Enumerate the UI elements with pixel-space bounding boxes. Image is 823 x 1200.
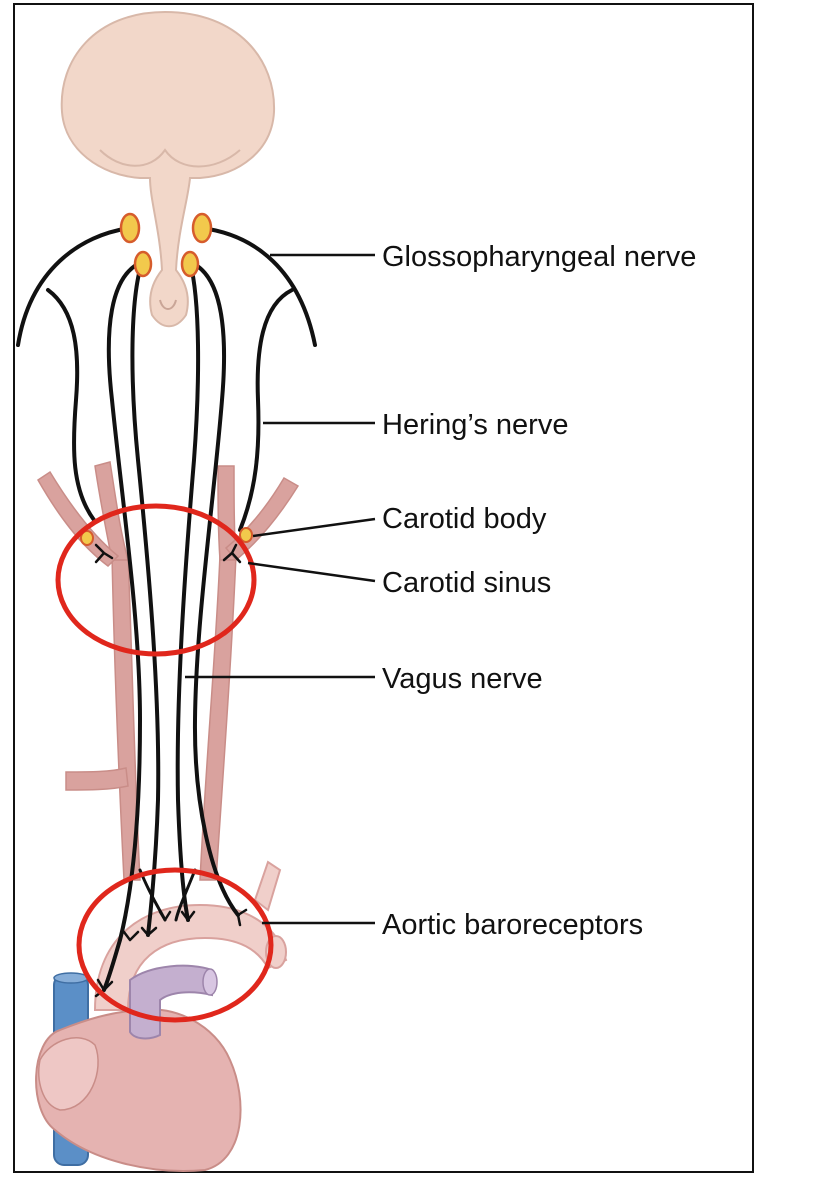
herings-nerve-right	[238, 288, 294, 532]
glossopharyngeal-nerve-label: Glossopharyngeal nerve	[382, 241, 696, 273]
glossopharyngeal-nerve-right	[200, 226, 317, 347]
carotid-body	[80, 527, 253, 546]
vagus-nerve-left-outer	[102, 260, 144, 992]
aortic-highlight-circle	[76, 867, 274, 1023]
herings-nerve-left	[46, 288, 96, 522]
carotid-sinus-label: Carotid sinus	[382, 567, 551, 599]
vagus-nerve-left-inner	[130, 260, 161, 937]
carotid-arteries	[37, 461, 300, 881]
aortic-baroreceptors-label: Aortic baroreceptors	[382, 909, 643, 941]
carotid-highlight-circle	[55, 503, 257, 657]
nerve-endings	[94, 543, 248, 998]
nerves	[16, 226, 317, 992]
glossopharyngeal-nerve-left	[16, 226, 132, 347]
brain	[60, 10, 276, 328]
vagus-nerve-right-outer	[188, 260, 240, 917]
vagus-nerve-right-inner	[175, 260, 201, 922]
carotid-body-label: Carotid body	[382, 503, 547, 535]
heart	[35, 964, 242, 1172]
vagus-nerve-label: Vagus nerve	[382, 663, 543, 695]
leader-lines	[185, 253, 376, 925]
herings-nerve-label: Hering’s nerve	[382, 409, 568, 441]
ganglia	[119, 212, 213, 278]
pulmonary-trunk	[129, 964, 213, 1040]
